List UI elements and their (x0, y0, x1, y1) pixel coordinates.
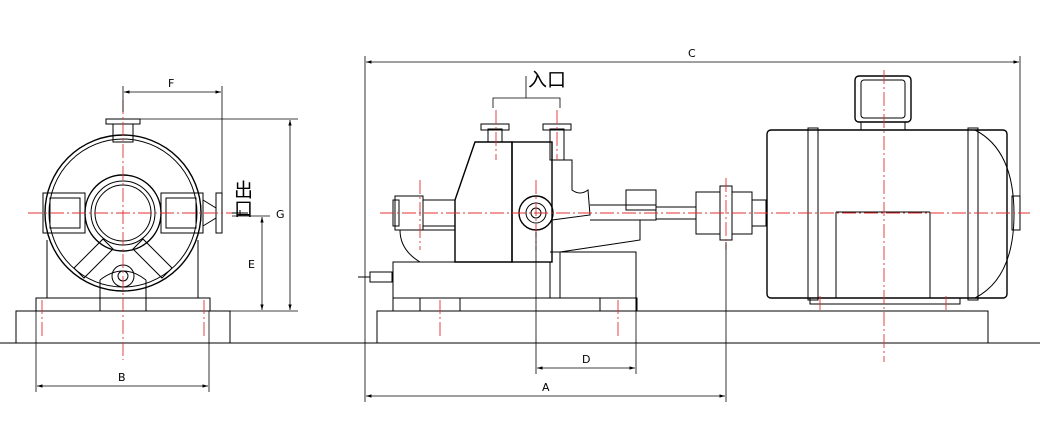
inlet-label: 入口 (528, 69, 566, 91)
end-view-dimensions: F G E B (35, 77, 298, 392)
side-view-base (376, 310, 989, 344)
dim-a-label: A (542, 381, 550, 394)
inlet-bracket (492, 76, 561, 108)
dim-f-label: F (168, 77, 174, 90)
outlet-label: 出口 (231, 180, 253, 218)
side-view (358, 70, 1030, 362)
dim-e-label: E (248, 258, 255, 271)
end-view (15, 100, 248, 360)
dim-g-label: G (276, 208, 285, 221)
pump-body (454, 141, 513, 263)
dim-b-label: B (118, 371, 126, 384)
terminal-box (854, 75, 912, 123)
motor-body (766, 129, 1008, 299)
dim-c-label: C (688, 47, 696, 60)
dim-d-label: D (582, 353, 590, 366)
side-view-dimensions: C D A (364, 47, 1021, 402)
